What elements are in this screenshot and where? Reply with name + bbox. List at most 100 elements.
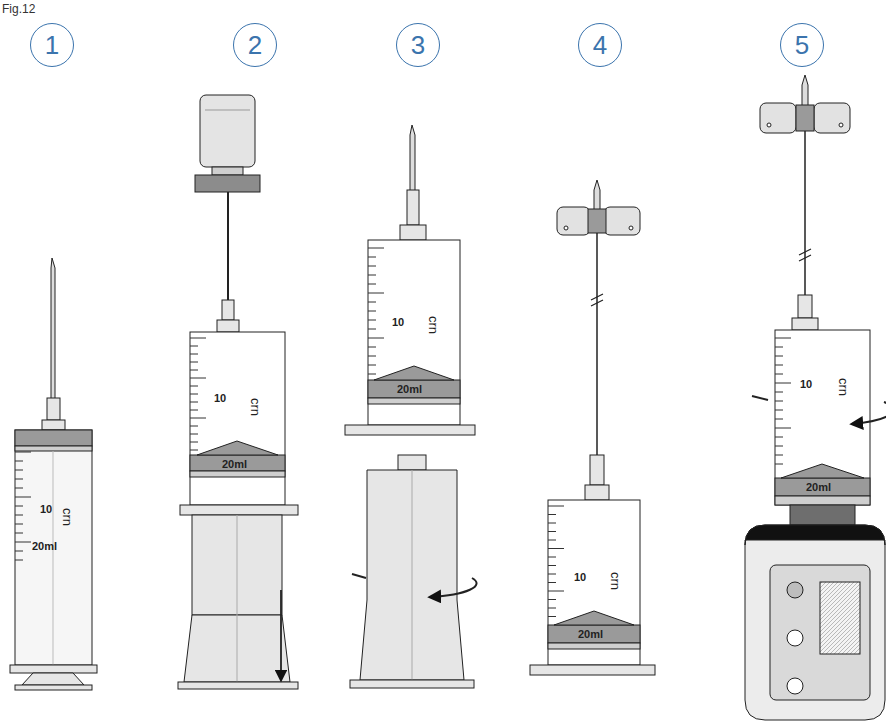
syringe-part — [190, 410, 198, 411]
syringe-part — [368, 311, 376, 312]
syringe-part — [548, 616, 556, 617]
syringe-part — [15, 497, 31, 498]
syringe-part — [548, 643, 640, 649]
syringe-part — [47, 398, 60, 420]
syringe-part — [15, 446, 92, 451]
syringe-part — [190, 418, 206, 419]
step-number-circle: 2 — [233, 23, 277, 67]
syringe-part — [548, 599, 556, 600]
syringe-part — [548, 523, 556, 524]
syringe-part — [548, 548, 564, 549]
syringe-part — [180, 505, 298, 515]
syringe-part — [775, 446, 783, 447]
syringe-part — [407, 190, 419, 225]
syringe-part — [212, 167, 243, 175]
syringe-part — [352, 574, 366, 578]
syringe-part — [775, 356, 783, 357]
syringe-part — [585, 485, 609, 500]
syringe-part — [548, 582, 556, 583]
syringe-part — [374, 366, 454, 380]
syringe-part — [591, 294, 603, 306]
syringe-part — [368, 257, 376, 258]
syringe-part — [280, 590, 282, 680]
syringe-part — [775, 392, 783, 393]
syringe-part — [15, 479, 23, 480]
syringe-part — [775, 338, 791, 339]
syringe-part — [839, 123, 843, 127]
syringe-part — [548, 574, 556, 575]
syringe-part — [775, 374, 783, 375]
syringe-part — [190, 471, 285, 477]
figure-number: Fig.12 — [2, 3, 35, 16]
scale-marking: 10 — [214, 392, 226, 404]
syringe-part — [775, 383, 791, 384]
syringe-part — [548, 557, 556, 558]
syringe-part — [42, 420, 65, 430]
syringe-part — [548, 565, 556, 566]
step-number: 4 — [593, 32, 607, 58]
syringe-part — [787, 582, 803, 598]
syringe-part — [190, 332, 285, 505]
syringe-part — [588, 209, 606, 233]
syringe-part — [368, 374, 376, 375]
syringe-part — [775, 419, 783, 420]
syringe-part — [804, 131, 806, 295]
syringe-part — [787, 678, 803, 694]
syringe-part — [590, 455, 604, 485]
scale-marking: 10 — [800, 378, 812, 390]
scale-marking: 10 — [574, 571, 586, 583]
syringe-part — [190, 442, 198, 443]
step-number-circle: 3 — [396, 23, 440, 67]
syringe-part — [360, 470, 464, 680]
step-number: 1 — [45, 32, 59, 58]
syringe-part — [604, 207, 640, 235]
syringe-part — [15, 560, 23, 561]
syringe-part — [10, 665, 97, 673]
syringe-part — [799, 249, 811, 261]
scale-marking: 10 — [392, 316, 404, 328]
syringe-part — [548, 625, 640, 643]
syringe-part — [770, 565, 870, 700]
syringe-part — [190, 354, 198, 355]
syringe-part — [798, 295, 812, 318]
syringe-part — [752, 396, 768, 400]
syringe-part — [554, 611, 634, 625]
scale-ticks — [15, 248, 791, 617]
syringe-part — [15, 533, 23, 534]
syringe-part — [368, 347, 376, 348]
syringe-part — [15, 452, 31, 453]
syringe-part — [350, 680, 474, 688]
syringe-part — [530, 665, 655, 675]
syringe-part — [775, 347, 783, 348]
syringe-part — [368, 320, 376, 321]
syringe-part — [15, 542, 31, 543]
syringe-part — [548, 608, 556, 609]
syringe-part — [781, 464, 864, 478]
syringe-part — [190, 370, 198, 371]
syringe-part — [775, 330, 870, 505]
syringe-part — [802, 75, 808, 106]
syringe-part — [775, 365, 783, 366]
syringe-part — [15, 430, 92, 446]
syringe-part — [178, 682, 298, 689]
syringe-part — [195, 175, 260, 192]
syringe-part — [564, 226, 568, 230]
syringe-part — [190, 426, 198, 427]
scale-marking: crn — [608, 572, 622, 590]
syringe-part — [190, 455, 285, 471]
syringe-part — [368, 338, 384, 339]
syringe-part — [190, 378, 206, 379]
syringe-part — [15, 685, 92, 690]
syringe-part — [775, 478, 870, 496]
syringe-part — [796, 105, 814, 131]
syringe-part — [15, 515, 23, 516]
syringe-part — [767, 123, 771, 127]
scale-marking: crn — [60, 508, 74, 526]
syringe-part — [548, 531, 556, 532]
syringe-part — [852, 402, 886, 424]
syringe-part — [237, 515, 238, 682]
syringe-part — [410, 125, 415, 192]
syringe-part — [775, 410, 783, 411]
step-number-circle: 1 — [30, 23, 74, 67]
syringe-part — [775, 428, 791, 429]
